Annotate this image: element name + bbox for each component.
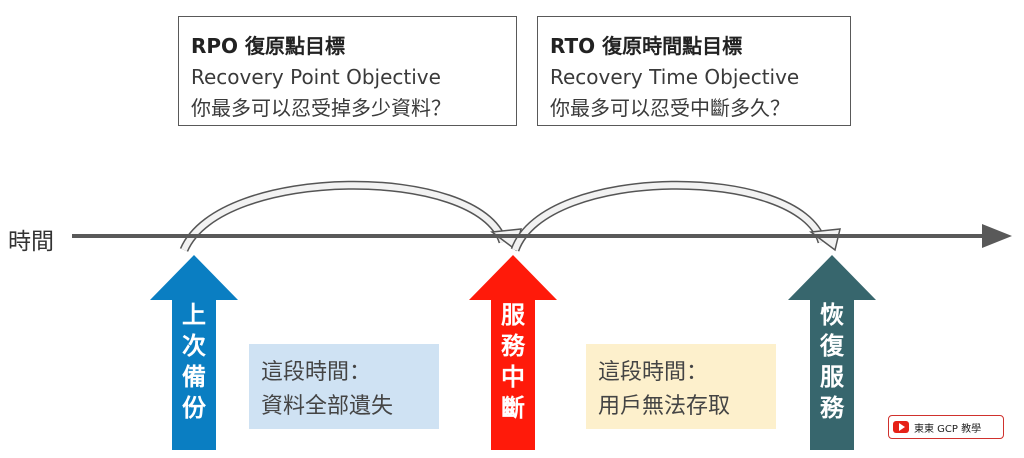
label-char: 斷 bbox=[501, 394, 525, 422]
label-char: 恢 bbox=[820, 301, 844, 329]
label-char: 服 bbox=[820, 363, 844, 391]
rpo-question: 你最多可以忍受掉多少資料？ bbox=[191, 96, 451, 120]
data-loss-note-line2: 資料全部遺失 bbox=[261, 394, 394, 419]
rto-span-arc bbox=[510, 180, 841, 252]
rto-question: 你最多可以忍受中斷多久？ bbox=[550, 96, 790, 120]
timeline-arrowhead bbox=[982, 224, 1012, 248]
last-backup-label: 上 次 備 份 bbox=[174, 300, 214, 424]
rto-definition-box: RTO 復原時間點目標 Recovery Time Objective 你最多可… bbox=[537, 16, 851, 126]
label-char: 份 bbox=[182, 394, 206, 422]
youtube-play-icon bbox=[893, 421, 909, 433]
rto-title: RTO 復原時間點目標 bbox=[550, 34, 743, 58]
label-char: 務 bbox=[820, 394, 844, 422]
rpo-definition-box: RPO 復原點目標 Recovery Point Objective 你最多可以… bbox=[178, 16, 517, 126]
data-loss-note-line1: 這段時間： bbox=[261, 360, 372, 385]
last-backup-arrow bbox=[150, 255, 238, 450]
channel-logo: 東東 GCP 教學 bbox=[888, 415, 1004, 439]
rpo-subtitle: Recovery Point Objective bbox=[191, 65, 441, 89]
label-char: 上 bbox=[182, 301, 206, 329]
label-char: 服 bbox=[501, 301, 525, 329]
rpo-title: RPO 復原點目標 bbox=[191, 34, 346, 58]
data-loss-note: 這段時間： 資料全部遺失 bbox=[249, 344, 439, 429]
channel-logo-text: 東東 GCP 教學 bbox=[914, 423, 982, 435]
rpo-span-arc bbox=[179, 180, 522, 252]
service-outage-label: 服 務 中 斷 bbox=[493, 300, 533, 424]
no-access-note-line1: 這段時間： bbox=[598, 360, 709, 385]
service-restored-label: 恢 復 服 務 bbox=[812, 300, 852, 424]
label-char: 復 bbox=[820, 332, 844, 360]
no-access-note-line2: 用戶無法存取 bbox=[598, 394, 731, 419]
label-char: 務 bbox=[501, 332, 525, 360]
service-outage-arrow bbox=[469, 255, 557, 450]
label-char: 中 bbox=[501, 363, 525, 391]
label-char: 備 bbox=[182, 363, 206, 391]
rto-subtitle: Recovery Time Objective bbox=[550, 65, 800, 89]
no-access-note: 這段時間： 用戶無法存取 bbox=[586, 344, 776, 429]
service-restored-arrow bbox=[788, 255, 876, 450]
timeline-label: 時間 bbox=[8, 229, 54, 255]
label-char: 次 bbox=[182, 332, 206, 360]
